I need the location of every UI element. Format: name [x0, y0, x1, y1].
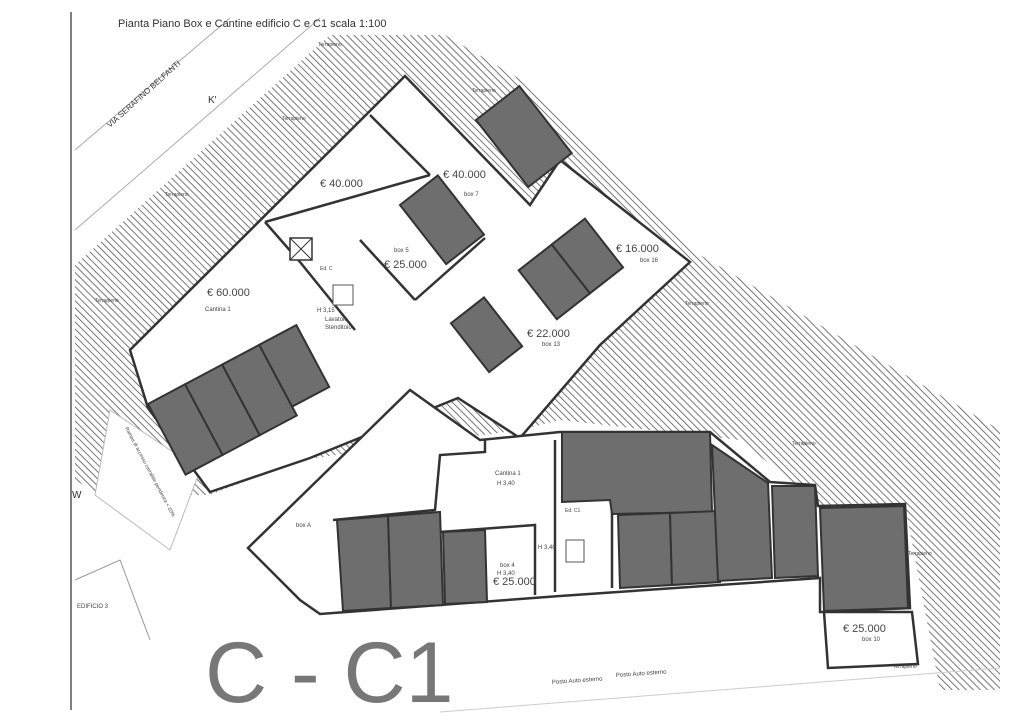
label-box-16: box 16: [640, 258, 659, 264]
label-box-4: box 4: [500, 563, 515, 569]
label-lavatoio-height: H 3,15: [317, 308, 335, 314]
terrapieno-label: Terrapieno: [318, 42, 342, 48]
section-mark-w: W: [72, 490, 82, 501]
label-cantina-lower-height: H 3,40: [497, 481, 515, 487]
section-mark-k: K': [208, 95, 217, 106]
label-box-5: box 5: [394, 248, 409, 254]
street-name: VIA SERAFINO BELFANTI: [105, 59, 182, 130]
label-box-7: box 7: [464, 192, 479, 198]
building-label: C - C1: [205, 625, 453, 720]
terrapieno-label: Terrapieno: [95, 298, 119, 304]
price-box-4: € 25.000: [493, 576, 536, 588]
parking-line: [439, 667, 1001, 713]
plan-title: Pianta Piano Box e Cantine edificio C e …: [118, 18, 386, 30]
parking-label: Posto Auto esterno: [552, 676, 604, 686]
box-top: [474, 84, 574, 189]
terrapieno-label: Terrapieno: [685, 301, 709, 307]
stairs: [565, 539, 585, 563]
boxes-lower: [335, 431, 910, 613]
label-ed-c: Ed. C: [320, 266, 333, 272]
price-cantina-upper: € 60.000: [207, 287, 250, 299]
upper-walls: [264, 114, 486, 331]
parking-label: Posto Auto esterno: [616, 669, 668, 679]
ramp: [94, 409, 201, 551]
label-box-a: box A: [296, 523, 311, 529]
label-box-4-height: H 3,40: [497, 571, 515, 577]
label-box-10: box 10: [862, 637, 881, 643]
terrapieno-label: Terrapieno: [908, 551, 932, 557]
terrapieno-label: Terrapieno: [893, 664, 917, 670]
price-box-5: € 25.000: [384, 259, 427, 271]
terrapieno-label: Terrapieno: [792, 441, 816, 447]
stairs: [332, 284, 354, 306]
boxes-upper-left: [146, 323, 331, 476]
price-box-7: € 40.000: [443, 169, 486, 181]
price-room-top: € 40.000: [320, 178, 363, 190]
label-lavatoio: Lavatoio: [325, 317, 348, 323]
building-3-label: EDIFICIO 3: [77, 604, 109, 610]
price-box-10: € 25.000: [843, 623, 886, 635]
price-box-16: € 16.000: [616, 243, 659, 255]
label-box-13: box 13: [542, 342, 561, 348]
box-near-5: [398, 174, 486, 266]
label-cantina-lower: Cantina 1: [495, 471, 521, 477]
label-corridor-height: H 3,40: [538, 545, 556, 551]
label-cantina-upper: Cantina 1: [205, 307, 231, 313]
terrapieno-label: Terrapieno: [472, 88, 496, 94]
boxes-upper-right: [449, 217, 625, 374]
building-3-outline: [74, 559, 151, 641]
price-box-13: € 22.000: [527, 328, 570, 340]
label-stenditoio: Stenditoio: [325, 325, 352, 331]
label-ed-c1: Ed. C1: [565, 508, 581, 514]
terrapieno-label: Terrapieno: [282, 116, 306, 122]
terrapieno-label: Terrapieno: [165, 192, 189, 198]
